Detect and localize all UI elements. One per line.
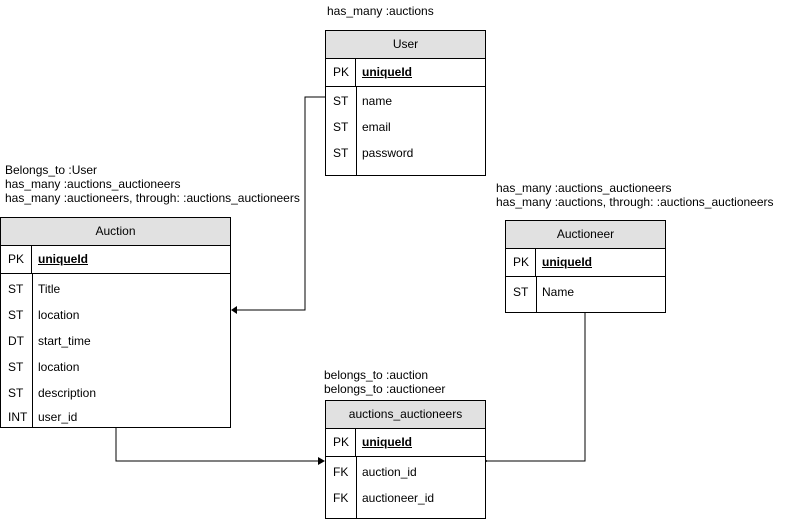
pk-name: uniqueId <box>38 252 88 266</box>
field-name: name <box>362 94 393 108</box>
pk-row: PK uniqueId <box>506 249 665 277</box>
arrow-head <box>231 306 237 314</box>
note-line: has_many :auctions, through: :auctions_a… <box>496 195 774 209</box>
field-name: location <box>38 308 80 322</box>
field-name: auction_id <box>362 465 417 479</box>
note-line: belongs_to :auctioneer <box>324 382 446 396</box>
pk-key: PK <box>1 246 32 273</box>
field-name: user_id <box>38 410 78 424</box>
note-line: has_many :auctions_auctioneers <box>5 177 181 191</box>
field-row: ST email <box>326 114 485 140</box>
field-row: ST name <box>326 88 485 114</box>
edge-user-auction <box>232 96 326 311</box>
field-row: FK auction_id <box>326 459 485 485</box>
pk-name: uniqueId <box>362 65 412 79</box>
note-user: has_many :auctions <box>327 4 434 18</box>
field-row: ST password <box>326 140 485 166</box>
entity-user[interactable]: User PK uniqueId ST name ST email ST pas… <box>325 30 486 176</box>
note-join: belongs_to :auction belongs_to :auctione… <box>324 368 445 396</box>
field-key: ST <box>8 386 24 400</box>
field-key: ST <box>333 120 349 134</box>
field-name: description <box>38 386 97 400</box>
field-key: ST <box>333 146 349 160</box>
note-auction: Belongs_to :User has_many :auctions_auct… <box>5 163 300 205</box>
pk-key: PK <box>326 59 356 86</box>
note-auctioneer: has_many :auctions_auctioneers has_many … <box>496 181 774 209</box>
field-row: ST location <box>1 302 230 328</box>
pk-name: uniqueId <box>362 435 412 449</box>
field-key: INT <box>8 410 28 424</box>
field-row: ST description <box>1 380 230 406</box>
field-key: ST <box>8 308 24 322</box>
entity-title: User <box>326 31 485 59</box>
note-line: has_many :auctions_auctioneers <box>496 181 672 195</box>
pk-key: PK <box>326 429 356 456</box>
edge-auction-join <box>115 428 324 462</box>
field-name: email <box>362 120 391 134</box>
arrow-head <box>318 457 325 465</box>
entity-title: Auctioneer <box>506 221 665 249</box>
field-name: location <box>38 360 80 374</box>
note-line: has_many :auctioneers, through: :auction… <box>5 191 300 205</box>
note-line: belongs_to :auction <box>324 368 429 382</box>
field-row: ST Name <box>506 279 665 305</box>
pk-row: PK uniqueId <box>1 246 230 274</box>
field-key: ST <box>333 94 349 108</box>
entity-auctioneer[interactable]: Auctioneer PK uniqueId ST Name <box>505 220 666 313</box>
pk-name: uniqueId <box>542 255 592 269</box>
entity-auction[interactable]: Auction PK uniqueId ST Title ST location… <box>0 217 231 428</box>
field-row: DT start_time <box>1 328 230 354</box>
entity-auctions-auctioneers[interactable]: auctions_auctioneers PK uniqueId FK auct… <box>325 400 486 519</box>
field-name: Title <box>38 282 61 296</box>
entity-title: Auction <box>1 218 230 246</box>
pk-row: PK uniqueId <box>326 429 485 457</box>
pk-key: PK <box>506 249 536 276</box>
field-row: ST location <box>1 354 230 380</box>
field-name: Name <box>542 285 575 299</box>
field-name: auctioneer_id <box>362 491 435 505</box>
field-row: INT user_id <box>1 404 230 430</box>
entity-title: auctions_auctioneers <box>326 401 485 429</box>
pk-row: PK uniqueId <box>326 59 485 87</box>
field-key: DT <box>8 334 24 348</box>
edge-auctioneer-join <box>470 313 586 462</box>
note-line: Belongs_to :User <box>5 163 98 177</box>
field-name: password <box>362 146 414 160</box>
field-key: FK <box>333 491 349 505</box>
field-key: ST <box>8 282 24 296</box>
field-key: ST <box>513 285 529 299</box>
field-name: start_time <box>38 334 91 348</box>
field-key: ST <box>8 360 24 374</box>
field-row: ST Title <box>1 276 230 302</box>
field-row: FK auctioneer_id <box>326 485 485 511</box>
field-key: FK <box>333 465 349 479</box>
